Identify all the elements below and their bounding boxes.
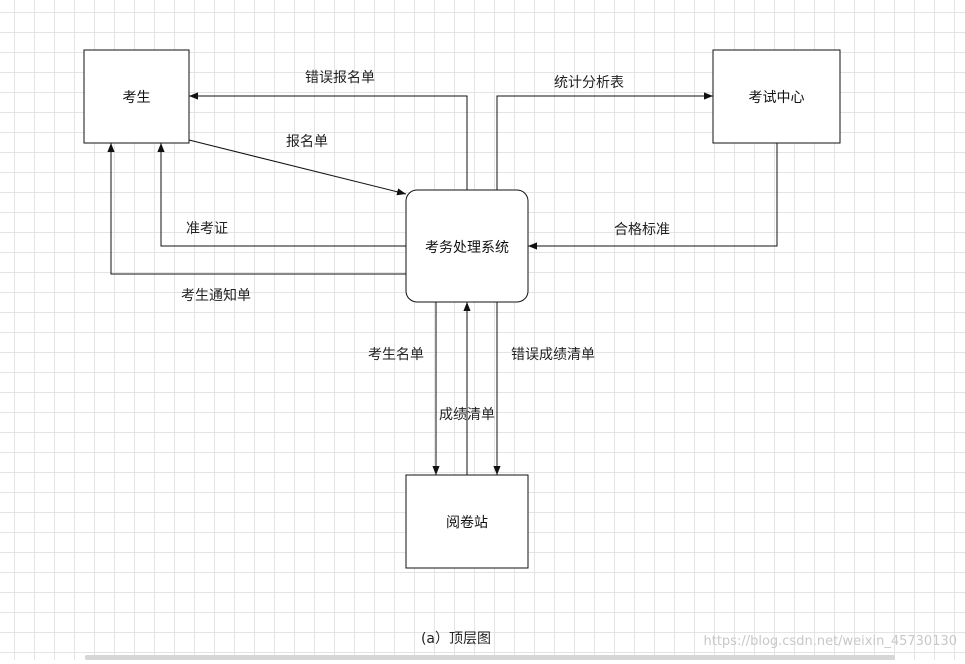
label-student-list: 考生名单	[368, 347, 424, 363]
node-exam-center[interactable]: 考试中心	[712, 49, 841, 144]
label-student-notice: 考生通知单	[181, 287, 251, 304]
label-wrong-application: 错误报名单	[305, 70, 375, 86]
edge-wrong-application	[189, 92, 468, 190]
label-admission-ticket: 准考证	[186, 221, 228, 237]
node-exam-center-label: 考试中心	[749, 90, 805, 106]
label-statistics-table: 统计分析表	[554, 75, 624, 91]
edge-student-notice	[107, 143, 406, 275]
watermark-url: https://blog.csdn.net/weixin_45730130	[703, 634, 957, 649]
horizontal-scrollbar[interactable]	[85, 655, 895, 660]
node-grading-station-label: 阅卷站	[446, 515, 488, 531]
label-wrong-score-list: 错误成绩清单	[511, 347, 595, 363]
edge-statistics-table	[496, 92, 713, 190]
label-passing-standard: 合格标准	[614, 222, 670, 238]
label-application-form: 报名单	[286, 134, 328, 150]
edge-passing-standard	[528, 143, 778, 250]
node-processing-system[interactable]: 考务处理系统	[405, 189, 529, 303]
label-score-list: 成绩清单	[439, 407, 495, 423]
edge-admission-ticket	[157, 143, 406, 247]
node-processing-system-label: 考务处理系统	[425, 240, 509, 256]
figure-caption: (a）顶层图	[421, 631, 491, 647]
node-grading-station[interactable]: 阅卷站	[405, 474, 529, 569]
node-student[interactable]: 考生	[83, 49, 190, 144]
edge-application-form	[188, 139, 407, 196]
node-student-label: 考生	[123, 90, 151, 106]
